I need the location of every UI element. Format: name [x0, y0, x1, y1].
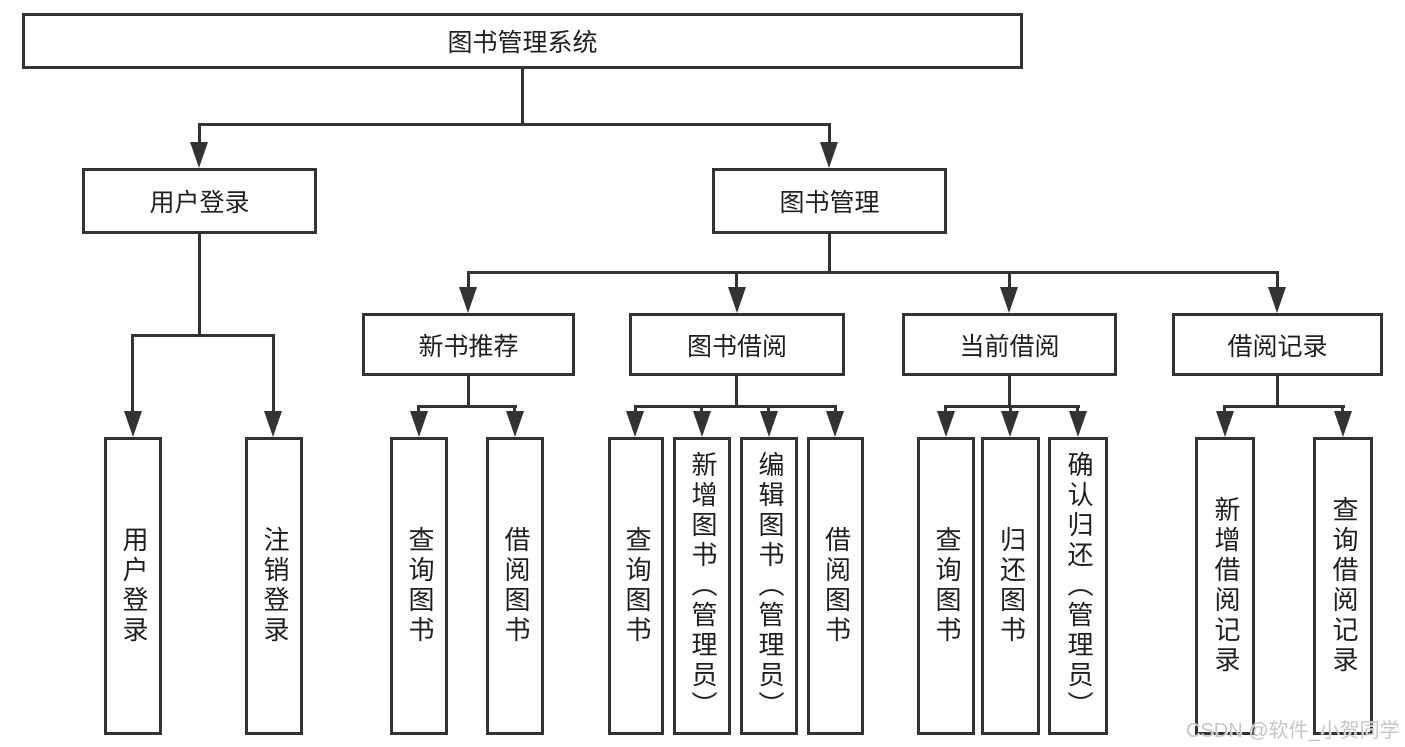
connector-ul-logout-drop	[272, 334, 275, 413]
connector-bb-add-drop	[700, 405, 703, 413]
arrowhead-cb-return	[1001, 411, 1019, 437]
node-leaf-br-query-record: 查询借阅记录	[1313, 437, 1373, 735]
connector-borrow-record-stem	[1276, 376, 1279, 407]
connector-cb-confirm-drop	[1076, 405, 1079, 413]
connector-new-book-drop	[467, 271, 470, 289]
leaf-label: 新增图书（管理员）	[687, 451, 718, 721]
leaf-label: 注销登录	[259, 526, 290, 646]
connector-borrow-record-rail	[1223, 405, 1345, 408]
connector-br-add-drop	[1223, 405, 1226, 413]
leaf-label: 借阅图书	[821, 526, 852, 646]
node-book-borrow-label: 图书借阅	[686, 332, 787, 361]
arrowhead-bb-add	[693, 411, 711, 437]
node-root-label: 图书管理系统	[447, 29, 598, 57]
leaf-label: 用户登录	[118, 526, 149, 646]
connector-book-borrow-stem	[735, 376, 738, 407]
node-current-borrow-label: 当前借阅	[959, 332, 1060, 361]
connector-nb-borrow-drop	[513, 405, 516, 413]
arrowhead-new-book	[459, 287, 477, 313]
arrowhead-book-mgmt	[820, 142, 838, 168]
node-leaf-logout: 注销登录	[245, 437, 303, 735]
arrowhead-book-borrow	[728, 287, 746, 313]
connector-book-borrow-drop	[735, 271, 738, 289]
node-borrow-record-label: 借阅记录	[1227, 332, 1328, 361]
node-current-borrow: 当前借阅	[902, 313, 1117, 376]
node-leaf-bb-add-book: 新增图书（管理员）	[673, 437, 731, 735]
leaf-label: 查询借阅记录	[1328, 496, 1359, 676]
node-leaf-bb-edit-book: 编辑图书（管理员）	[740, 437, 798, 735]
connector-book-mgmt-stem	[828, 234, 831, 274]
connector-root-rail	[198, 123, 831, 126]
connector-book-mgmt-drop	[828, 123, 831, 146]
connector-bb-query-drop	[634, 405, 637, 413]
connector-book-borrow-rail	[634, 405, 837, 408]
arrowhead-br-add	[1216, 411, 1234, 437]
leaf-label: 查询图书	[931, 526, 962, 646]
node-book-borrow: 图书借阅	[629, 313, 845, 376]
connector-user-login-stem	[198, 233, 201, 337]
leaf-label: 借阅图书	[500, 526, 531, 646]
node-new-book-rec: 新书推荐	[362, 313, 575, 376]
connector-nb-query-drop	[417, 405, 420, 413]
arrowhead-ul-logout	[264, 411, 282, 437]
connector-current-borrow-stem	[1008, 376, 1011, 407]
arrowhead-borrow-record	[1268, 287, 1286, 313]
node-leaf-cb-return-book: 归还图书	[981, 437, 1040, 735]
node-leaf-bb-query-book: 查询图书	[608, 437, 664, 735]
csdn-watermark: CSDN @软件_小贺同学	[1186, 720, 1400, 742]
connector-bb-edit-drop	[767, 405, 770, 413]
arrowhead-bb-query	[626, 411, 644, 437]
arrowhead-bb-edit	[760, 411, 778, 437]
connector-cb-query-drop	[944, 405, 947, 413]
arrowhead-user-login	[190, 142, 208, 168]
node-user-login-label: 用户登录	[149, 189, 250, 217]
arrowhead-current-borrow	[1000, 287, 1018, 313]
leaf-label: 新增借阅记录	[1210, 496, 1241, 676]
node-leaf-user-login: 用户登录	[104, 437, 162, 735]
node-book-mgmt-label: 图书管理	[779, 189, 880, 217]
leaf-label: 归还图书	[996, 526, 1027, 646]
connector-root-stem	[521, 69, 524, 125]
node-book-mgmt: 图书管理	[712, 168, 947, 234]
leaf-label: 查询图书	[621, 526, 652, 646]
connector-user-login-drop	[198, 123, 201, 146]
node-leaf-cb-confirm-return: 确认归还（管理员）	[1048, 437, 1108, 735]
node-leaf-cb-query-book: 查询图书	[917, 437, 975, 735]
arrowhead-cb-query	[937, 411, 955, 437]
node-root: 图书管理系统	[22, 13, 1023, 69]
leaf-label: 查询图书	[404, 526, 435, 646]
node-new-book-rec-label: 新书推荐	[418, 332, 519, 361]
connector-new-book-stem	[467, 376, 470, 407]
node-leaf-br-add-record: 新增借阅记录	[1195, 437, 1255, 735]
arrowhead-bb-borrow	[826, 411, 844, 437]
connector-current-borrow-rail	[944, 405, 1080, 408]
connector-book-mgmt-rail	[467, 271, 1279, 274]
connector-cb-return-drop	[1009, 405, 1012, 413]
arrowhead-ul-login	[124, 411, 142, 437]
node-leaf-nb-query-book: 查询图书	[390, 437, 448, 735]
arrowhead-nb-borrow	[506, 411, 524, 437]
arrowhead-cb-confirm	[1069, 411, 1087, 437]
node-leaf-bb-borrow-book: 借阅图书	[807, 437, 864, 735]
leaf-label: 编辑图书（管理员）	[754, 451, 785, 721]
connector-borrow-record-drop	[1276, 271, 1279, 289]
connector-user-login-rail	[131, 334, 275, 337]
connector-bb-borrow-drop	[834, 405, 837, 413]
arrowhead-nb-query	[410, 411, 428, 437]
connector-br-query-drop	[1341, 405, 1344, 413]
leaf-label: 确认归还（管理员）	[1063, 451, 1094, 721]
connector-ul-login-drop	[131, 334, 134, 413]
node-leaf-nb-borrow-book: 借阅图书	[486, 437, 544, 735]
connector-new-book-rail	[417, 405, 517, 408]
node-user-login: 用户登录	[82, 168, 317, 234]
connector-current-borrow-drop	[1008, 271, 1011, 289]
node-borrow-record: 借阅记录	[1172, 313, 1383, 376]
arrowhead-br-query	[1334, 411, 1352, 437]
